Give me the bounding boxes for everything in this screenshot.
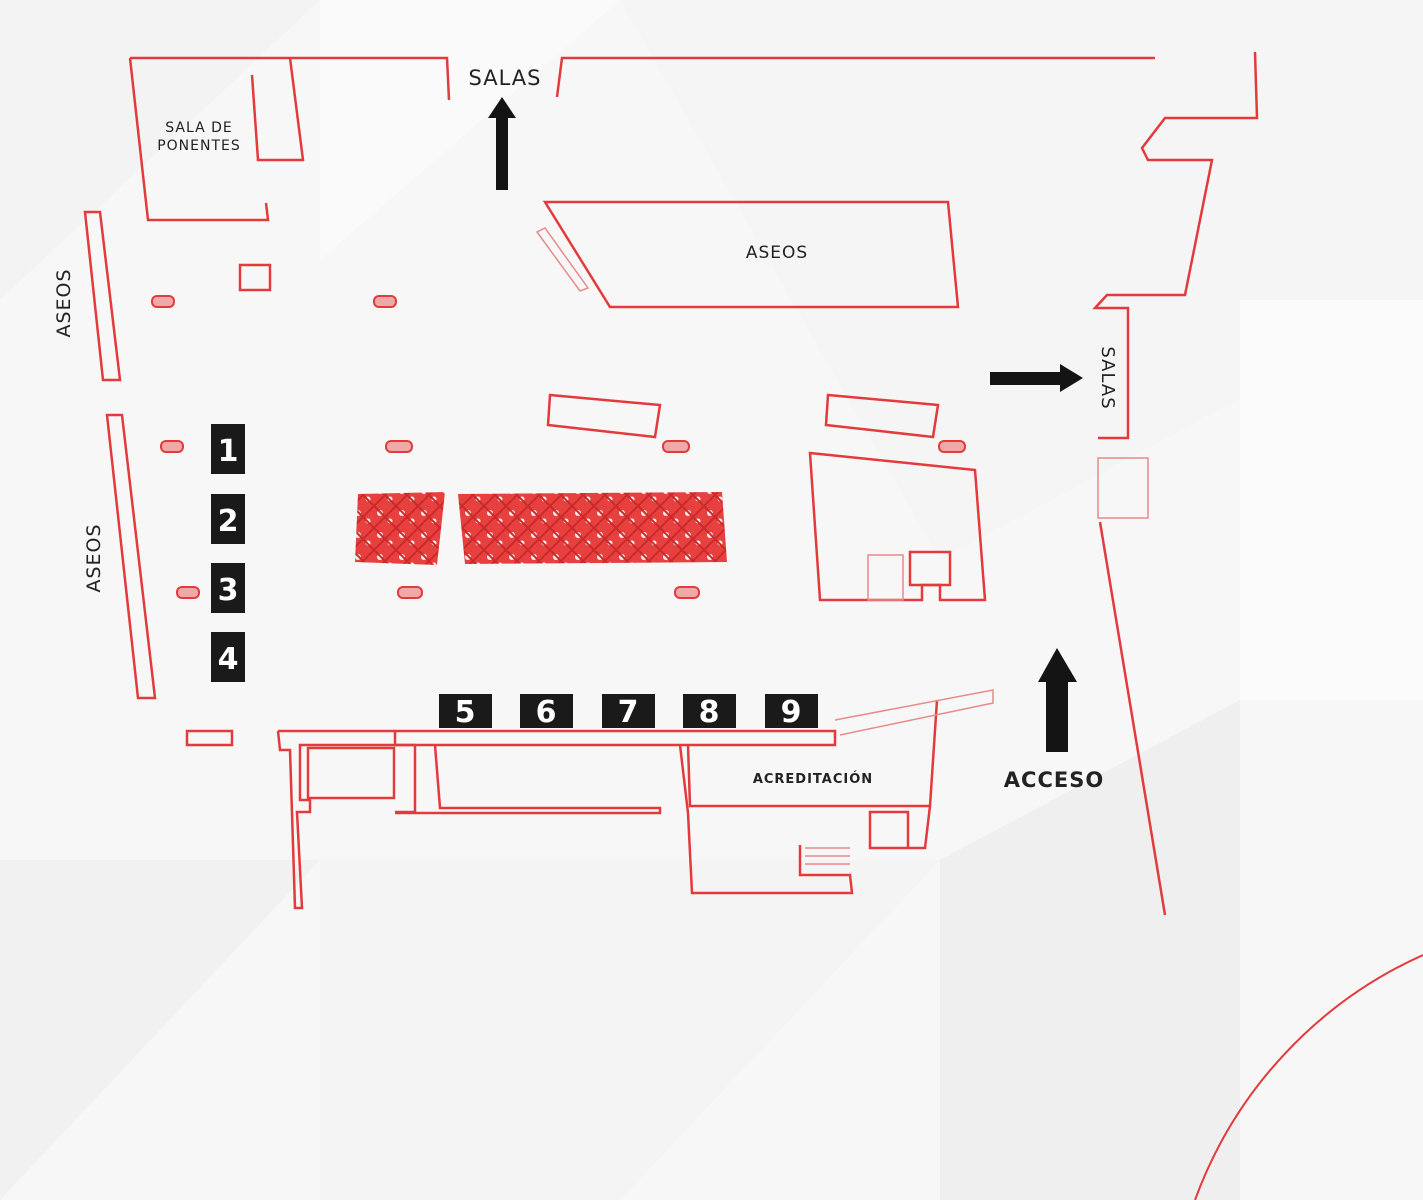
stand-6[interactable]: 6 xyxy=(520,694,573,730)
decorative-arc xyxy=(1194,954,1423,1200)
stand-number: 2 xyxy=(218,504,239,539)
stand-3[interactable]: 3 xyxy=(211,563,245,613)
stand-number: 1 xyxy=(218,434,239,469)
label-sala-ponentes-2: PONENTES xyxy=(157,138,241,154)
label-acceso: ACCESO xyxy=(1004,768,1104,792)
label-sala-ponentes-1: SALA DE xyxy=(165,120,233,136)
stand-number: 7 xyxy=(618,695,639,730)
walls xyxy=(83,51,1259,916)
stand-2[interactable]: 2 xyxy=(211,494,245,544)
stand-number: 5 xyxy=(455,695,476,730)
label-aseos-top: ASEOS xyxy=(746,243,808,263)
stand-number: 3 xyxy=(218,573,239,608)
label-acreditacion: ACREDITACIÓN xyxy=(753,771,873,787)
arrow-up-salas xyxy=(488,97,516,190)
stand-5[interactable]: 5 xyxy=(439,694,492,730)
label-salas-right: SALAS xyxy=(1097,346,1118,409)
arrow-right-salas xyxy=(990,364,1083,392)
stand-7[interactable]: 7 xyxy=(602,694,655,730)
arrow-up-acceso xyxy=(1038,648,1077,752)
stand-4[interactable]: 4 xyxy=(211,632,245,682)
stand-number: 9 xyxy=(781,695,802,730)
pillars xyxy=(151,295,966,599)
stand-1[interactable]: 1 xyxy=(211,424,245,474)
stand-8[interactable]: 8 xyxy=(683,694,736,730)
stand-number: 4 xyxy=(218,642,239,677)
label-salas-top: SALAS xyxy=(469,66,542,90)
central-garden xyxy=(355,492,727,565)
stand-number: 8 xyxy=(699,695,720,730)
label-aseos-left-upper: ASEOS xyxy=(53,268,75,337)
stand-number: 6 xyxy=(536,695,557,730)
stand-9[interactable]: 9 xyxy=(765,694,818,730)
label-aseos-left-lower: ASEOS xyxy=(83,523,105,592)
